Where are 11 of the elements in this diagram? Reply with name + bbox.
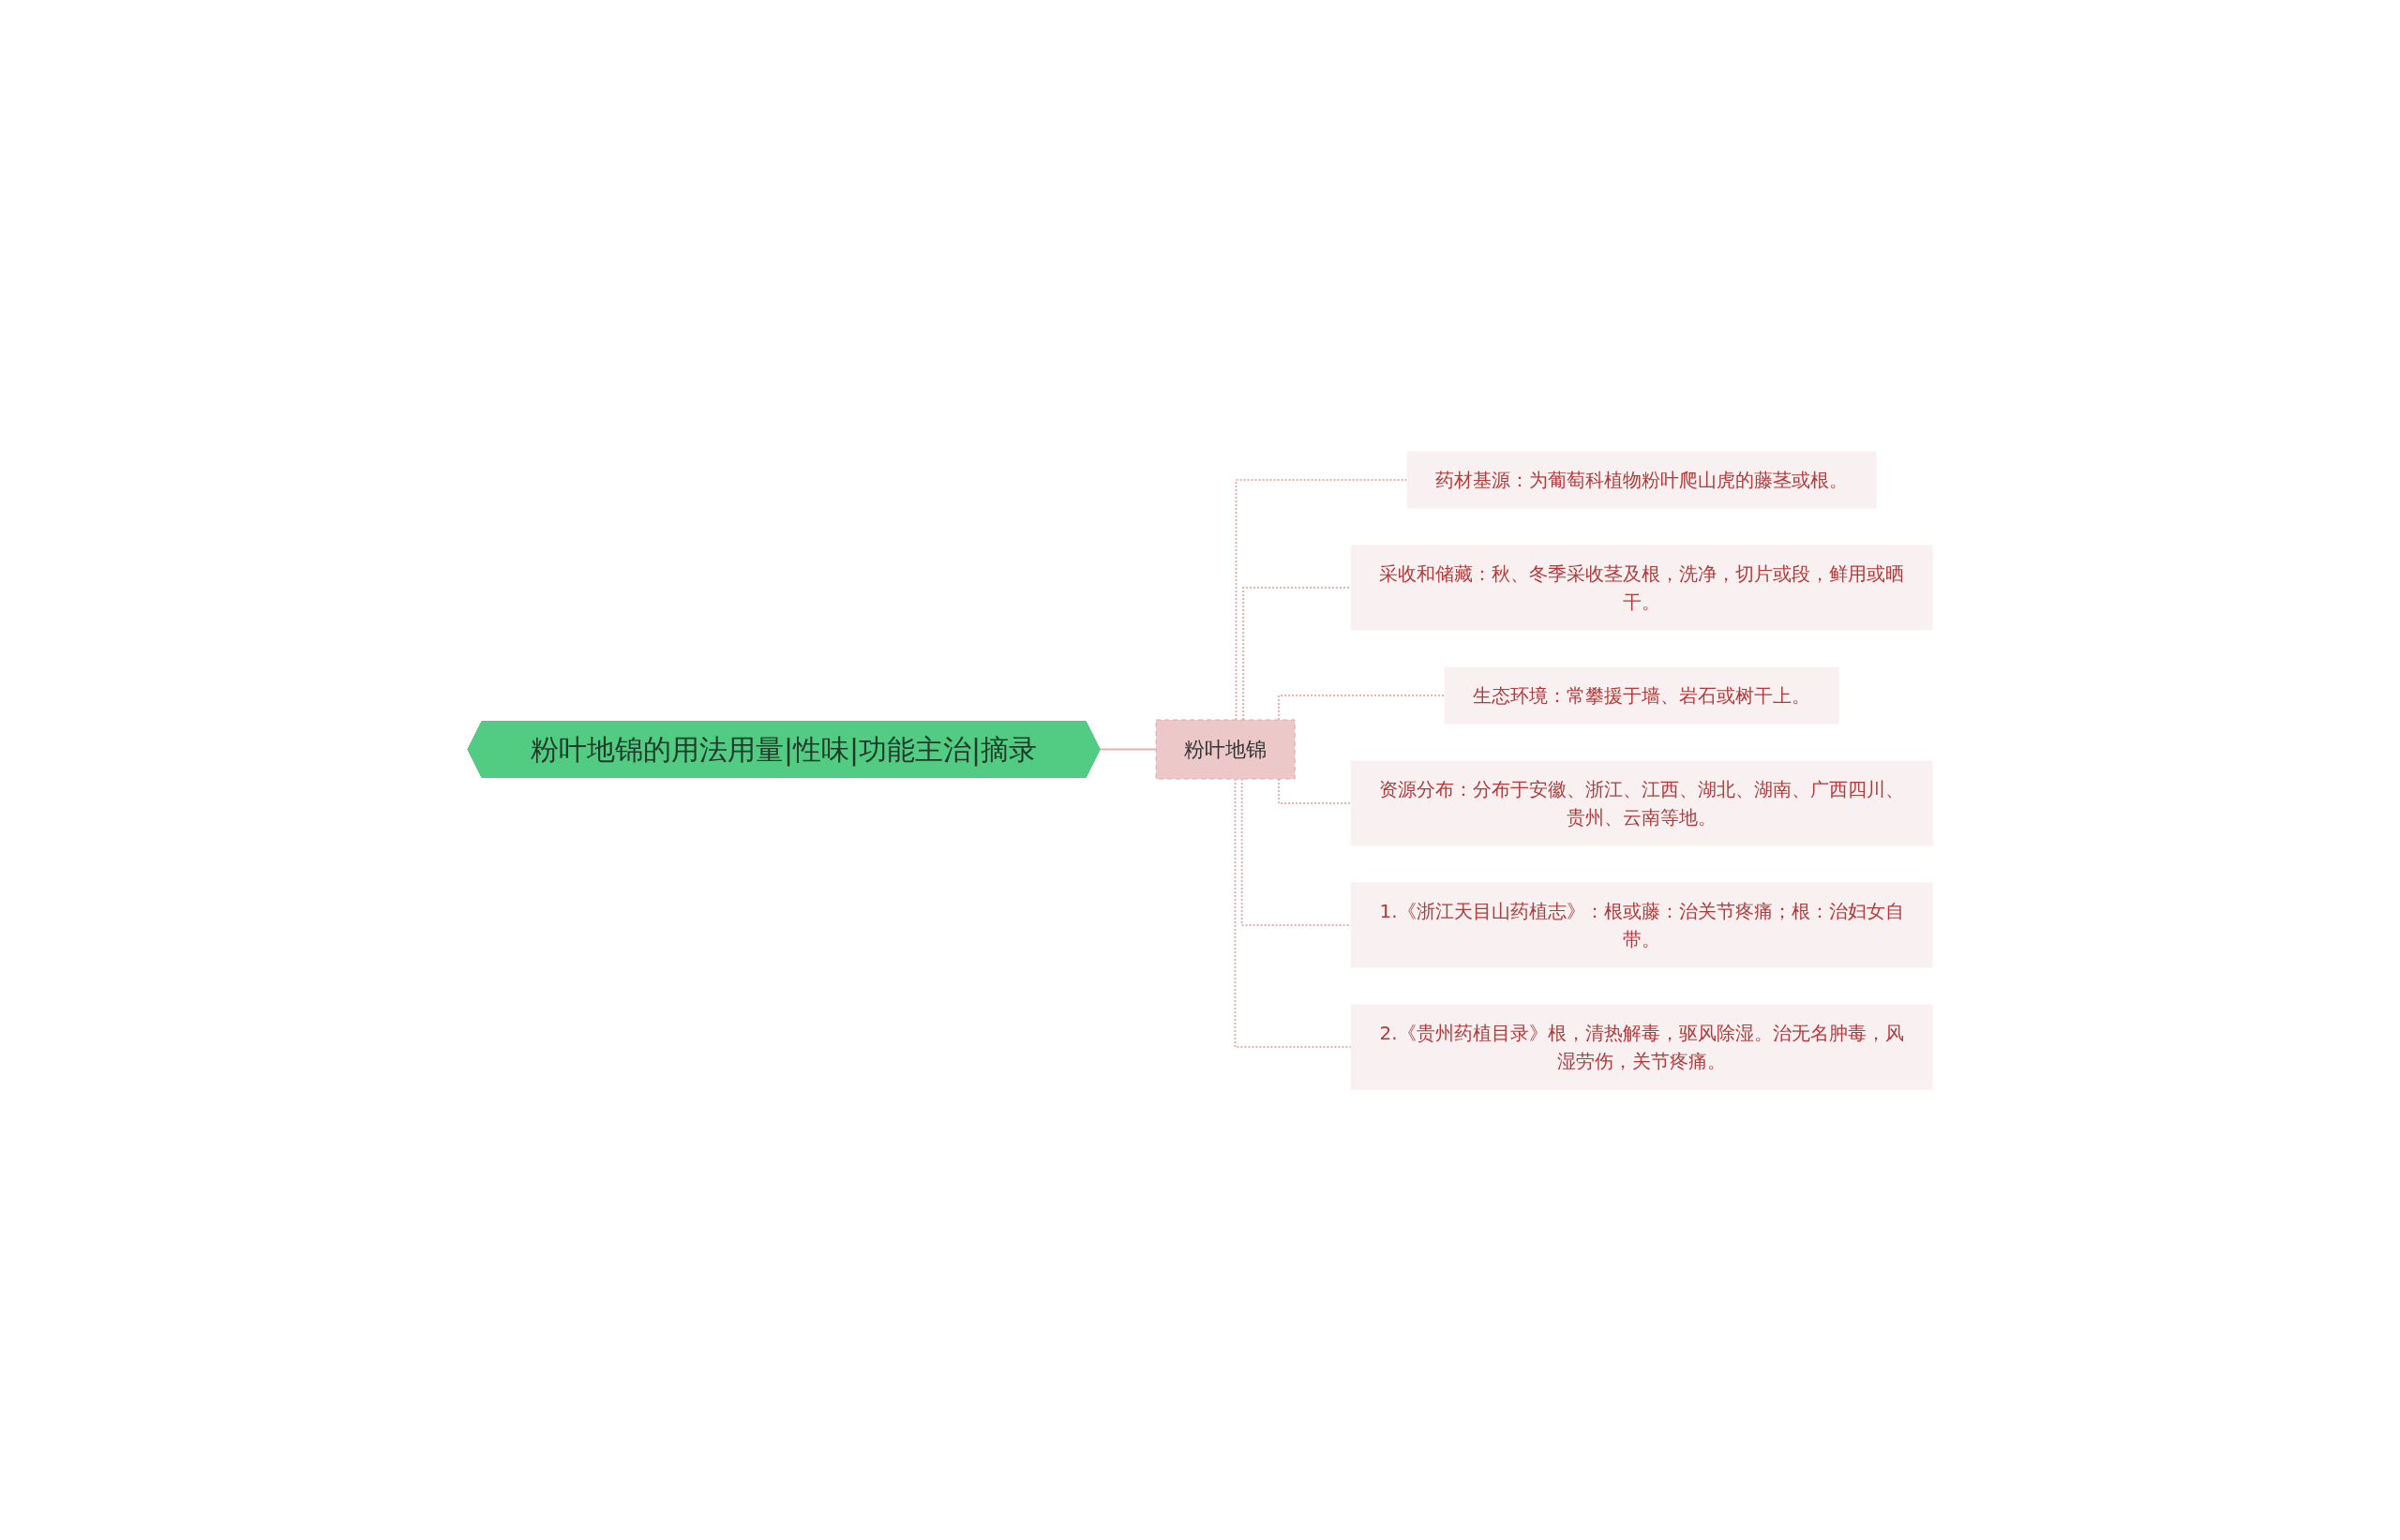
node-box: 1.《浙江天目山药植志》：根或藤：治关节疼痛；根：治妇女自带。 [1350, 882, 1933, 967]
connector [1278, 777, 1353, 804]
connector [1099, 748, 1158, 751]
connector [1234, 777, 1353, 1048]
node-box: 粉叶地锦 [1155, 719, 1296, 779]
connector [1240, 777, 1353, 926]
node-box: 资源分布：分布于安徽、浙江、江西、湖北、湖南、广西四川、贵州、云南等地。 [1350, 760, 1933, 845]
node-box: 采收和储藏：秋、冬季采收茎及根，洗净，切片或段，鲜用或晒干。 [1350, 545, 1933, 630]
node-box: 药材基源：为葡萄科植物粉叶爬山虎的藤茎或根。 [1406, 451, 1877, 508]
node-box: 2.《贵州药植目录》根，清热解毒，驱风除湿。治无名肿毒，风湿劳伤，关节疼痛。 [1350, 1004, 1933, 1089]
node-box: 生态环境：常攀援于墙、岩石或树干上。 [1444, 666, 1839, 724]
